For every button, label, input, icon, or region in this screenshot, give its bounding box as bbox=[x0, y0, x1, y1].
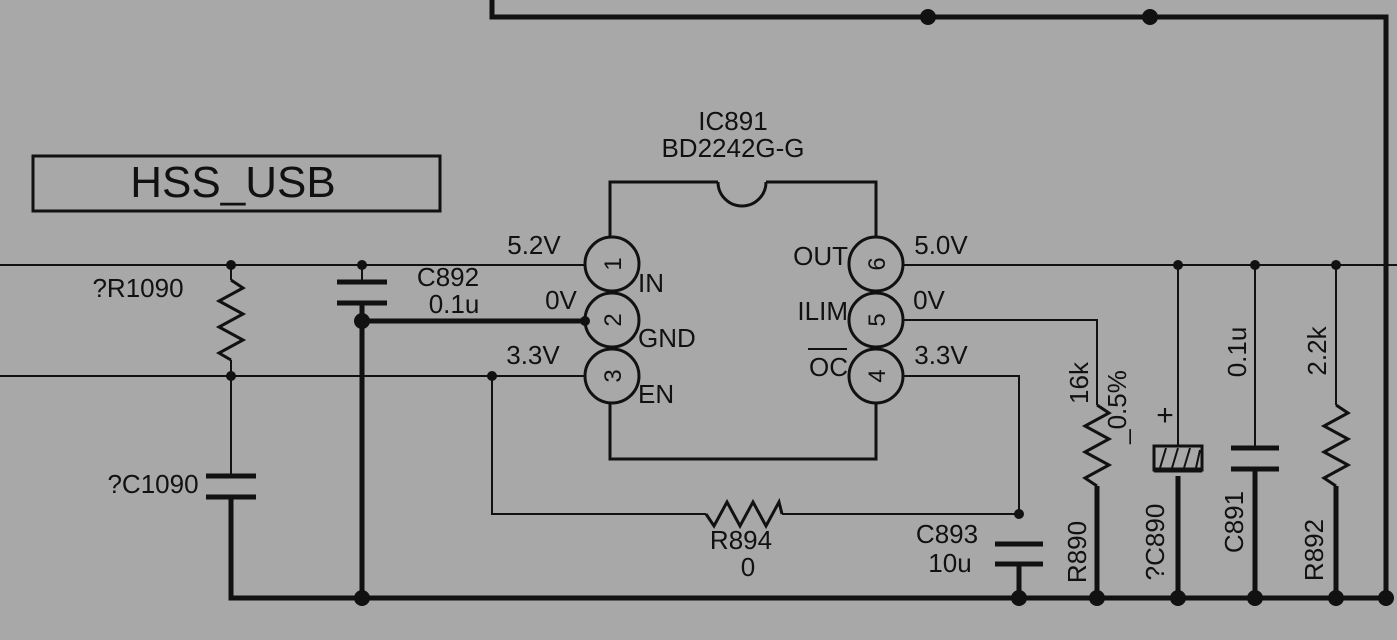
r890-ref: R890 bbox=[1062, 521, 1092, 583]
pin-3-number: 3 bbox=[600, 369, 627, 382]
ground-net bbox=[228, 303, 1386, 601]
capacitor-c891: 0.1u C891 bbox=[1219, 327, 1279, 553]
resistor-r892: 2.2k R892 bbox=[1299, 325, 1352, 581]
resistor-r894: R894 0 bbox=[704, 497, 784, 582]
c893-ref: C893 bbox=[916, 519, 978, 549]
r892-ref: R892 bbox=[1299, 519, 1329, 581]
ic-part: BD2242G-G bbox=[661, 133, 804, 163]
capacitor-c1090: ?C1090 bbox=[107, 469, 256, 500]
pin-4-number: 4 bbox=[864, 369, 891, 382]
c890-plus: + bbox=[1156, 399, 1174, 432]
resistor-r890: 16k _0.5% R890 bbox=[1062, 361, 1132, 583]
ic-ref: IC891 bbox=[698, 106, 767, 136]
c892-value: 0.1u bbox=[429, 289, 480, 319]
ic-body bbox=[608, 180, 878, 461]
pin-2-number: 2 bbox=[600, 313, 627, 326]
ic-right-pins bbox=[847, 235, 905, 405]
c1090-ref: ?C1090 bbox=[107, 469, 198, 499]
c891-value: 0.1u bbox=[1222, 327, 1252, 378]
pin-6-number: 6 bbox=[864, 257, 891, 270]
top-bus bbox=[489, 0, 1389, 600]
capacitor-c892: C892 0.1u bbox=[337, 262, 479, 319]
pin-6-name: OUT bbox=[793, 241, 848, 271]
pin-6-voltage: 5.0V bbox=[914, 230, 968, 260]
junctions bbox=[226, 260, 1394, 606]
capacitor-c890: + ?C890 bbox=[1140, 399, 1204, 581]
r894-value: 0 bbox=[741, 552, 755, 582]
capacitor-c893: C893 10u bbox=[916, 519, 1043, 578]
r892-value: 2.2k bbox=[1302, 325, 1332, 375]
pin-1-voltage: 5.2V bbox=[507, 230, 561, 260]
pin-1-number: 1 bbox=[600, 257, 627, 270]
pin-4-voltage: 3.3V bbox=[914, 340, 968, 370]
c893-value: 10u bbox=[928, 548, 971, 578]
r1090-ref: ?R1090 bbox=[92, 273, 183, 303]
pin-2-voltage: 0V bbox=[545, 285, 577, 315]
pin-5-number: 5 bbox=[864, 313, 891, 326]
pin-5-name: ILIM bbox=[797, 296, 848, 326]
pin-2-name: GND bbox=[638, 323, 696, 353]
block-label-box: HSS_USB bbox=[31, 154, 442, 213]
ic-left-pins bbox=[583, 235, 641, 405]
pin-4-name: OC bbox=[809, 352, 848, 382]
pin-3-name: EN bbox=[638, 379, 674, 409]
c890-ref: ?C890 bbox=[1140, 504, 1170, 581]
resistor-r1090: ?R1090 bbox=[92, 273, 247, 362]
c891-ref: C891 bbox=[1219, 491, 1249, 553]
r890-tolerance: _0.5% bbox=[1102, 370, 1132, 445]
block-label: HSS_USB bbox=[130, 158, 335, 207]
pin-3-voltage: 3.3V bbox=[506, 340, 560, 370]
pin-5-voltage: 0V bbox=[913, 285, 945, 315]
c892-ref: C892 bbox=[417, 262, 479, 292]
r894-ref: R894 bbox=[710, 525, 772, 555]
pin-1-name: IN bbox=[638, 268, 664, 298]
r890-value: 16k bbox=[1064, 361, 1094, 404]
